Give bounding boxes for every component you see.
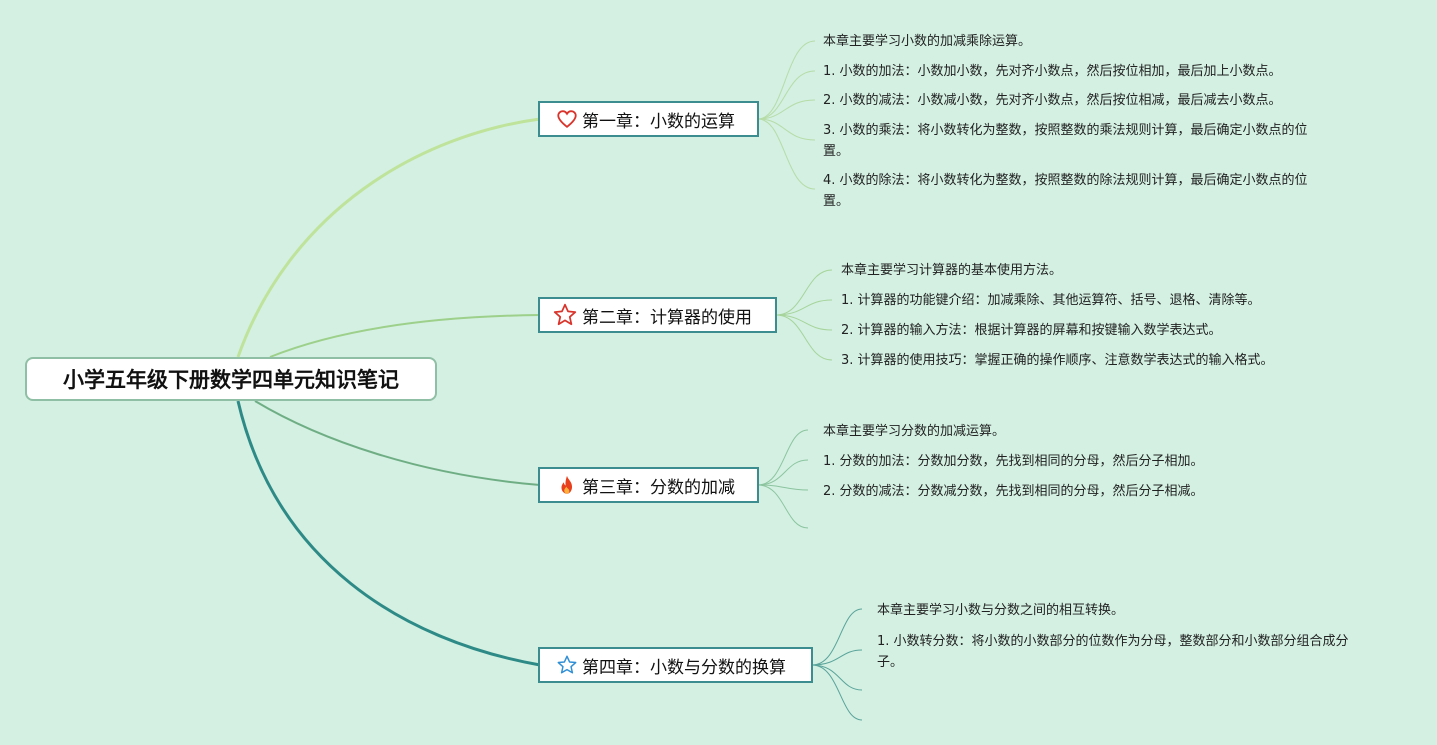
heart-icon [556, 108, 578, 130]
chapter-1-note-4: 4. 小数的除法：将小数转化为整数，按照整数的除法规则计算，最后确定小数点的位置… [823, 173, 1308, 209]
chapter-4-topic[interactable]: 第四章：小数与分数的换算 [538, 647, 813, 683]
chapter-1-topic[interactable]: 第一章：小数的运算 [538, 101, 759, 137]
chapter-3-label: 第三章：分数的加减 [582, 477, 735, 498]
chapter-3-note-2: 2. 分数的减法：分数减分数，先找到相同的分母，然后分子相减。 [823, 484, 1204, 499]
chapter4-leaf-lines [811, 608, 863, 721]
chapter-2-note-0: 本章主要学习计算器的基本使用方法。 [841, 263, 1063, 278]
chapter1-leaf-lines [757, 40, 816, 190]
chapter-4-label: 第四章：小数与分数的换算 [582, 657, 786, 678]
chapter3-leaf-lines [757, 429, 809, 529]
chapter-1-note-0: 本章主要学习小数的加减乘除运算。 [823, 34, 1032, 49]
star-outline-blue-icon [556, 654, 578, 676]
chapter-4-note-1: 1. 小数转分数：将小数的小数部分的位数作为分母，整数部分和小数部分组合成分子。 [877, 634, 1349, 670]
branch-line-4 [236, 400, 541, 667]
branch-line-1 [236, 117, 541, 358]
root-topic[interactable]: 小学五年级下册数学四单元知识笔记 [25, 357, 437, 401]
chapter-3-note-0: 本章主要学习分数的加减运算。 [823, 424, 1006, 439]
chapter-1-label: 第一章：小数的运算 [582, 111, 735, 132]
chapter-1-note-1: 1. 小数的加法：小数加小数，先对齐小数点，然后按位相加，最后加上小数点。 [823, 64, 1282, 79]
chapter-2-topic[interactable]: 第二章：计算器的使用 [538, 297, 777, 333]
chapter-3-note-1: 1. 分数的加法：分数加分数，先找到相同的分母，然后分子相加。 [823, 454, 1204, 469]
star-outline-red-icon [552, 302, 578, 328]
branch-line-2 [269, 314, 541, 358]
chapter-2-label: 第二章：计算器的使用 [582, 307, 752, 328]
chapter-2-note-1: 1. 计算器的功能键介绍：加减乘除、其他运算符、括号、退格、清除等。 [841, 293, 1261, 308]
chapter-2-note-3: 3. 计算器的使用技巧：掌握正确的操作顺序、注意数学表达式的输入格式。 [841, 353, 1274, 368]
chapter-2-note-2: 2. 计算器的输入方法：根据计算器的屏幕和按键输入数学表达式。 [841, 323, 1222, 338]
branch-line-3 [254, 400, 541, 486]
chapter-3-topic[interactable]: 第三章：分数的加减 [538, 467, 759, 503]
chapter2-leaf-lines [775, 269, 833, 361]
fire-icon [556, 474, 578, 496]
chapter-1-note-2: 2. 小数的减法：小数减小数，先对齐小数点，然后按位相减，最后减去小数点。 [823, 93, 1282, 108]
chapter-4-note-0: 本章主要学习小数与分数之间的相互转换。 [877, 603, 1125, 618]
chapter-1-note-3: 3. 小数的乘法：将小数转化为整数，按照整数的乘法规则计算，最后确定小数点的位置… [823, 123, 1308, 159]
root-title: 小学五年级下册数学四单元知识笔记 [63, 368, 399, 392]
